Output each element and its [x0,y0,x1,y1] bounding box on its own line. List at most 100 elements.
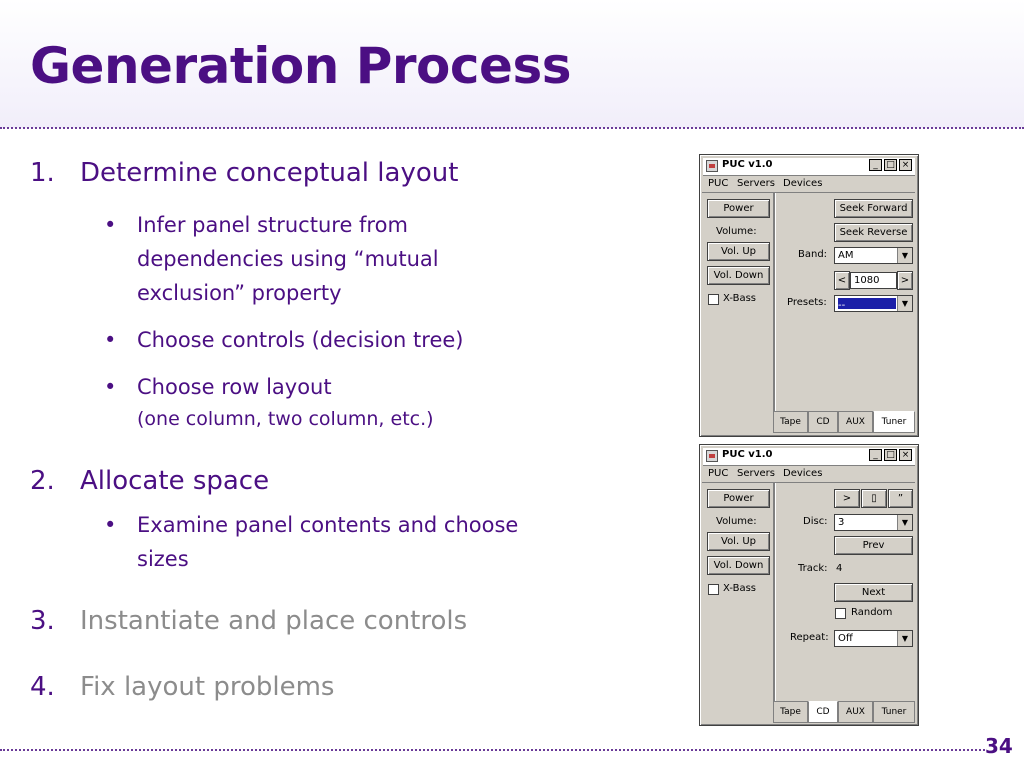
presets-value: -- [838,298,896,311]
panel-divider [773,483,776,701]
next-button[interactable]: Next [834,583,913,602]
disc-value: 3 [838,517,845,528]
chevron-down-icon[interactable]: ▼ [897,248,912,263]
minimize-button[interactable]: _ [869,159,882,171]
band-select[interactable]: AM ▼ [834,247,913,264]
header-band [0,0,1024,128]
bullet-text-wrap: Choose row layout (one column, two colum… [137,370,537,434]
chevron-down-icon[interactable]: ▼ [897,296,912,311]
tab-cd[interactable]: CD [808,701,838,723]
tab-tuner[interactable]: Tuner [873,701,915,723]
slide-title: Generation Process [30,37,571,95]
seek-reverse-button[interactable]: Seek Reverse [834,223,913,242]
page-number: 34 [985,734,1013,758]
maximize-button[interactable]: □ [884,159,897,171]
tab-strip: Tape CD AUX Tuner [773,411,915,433]
bullet-subtext: (one column, two column, etc.) [137,408,434,430]
vol-up-button[interactable]: Vol. Up [707,532,770,551]
window-title: PUC v1.0 [722,449,773,460]
vol-down-button[interactable]: Vol. Down [707,266,770,285]
window-title: PUC v1.0 [722,159,773,170]
freq-down-button[interactable]: < [834,271,850,290]
window-body: Power Volume: Vol. Up Vol. Down X-Bass >… [702,482,915,723]
frequency-field[interactable]: 1080 [850,272,897,289]
outline-number: 1. [30,158,55,188]
repeat-select[interactable]: Off ▼ [834,630,913,647]
repeat-label: Repeat: [790,632,829,643]
menu-devices[interactable]: Devices [783,178,823,189]
top-dotted-divider [0,127,1024,129]
bullet-text: Choose row layout [137,375,332,399]
seek-forward-button[interactable]: Seek Forward [834,199,913,218]
app-icon [706,160,718,172]
xbass-label: X-Bass [723,293,757,304]
xbass-checkbox[interactable] [708,584,719,595]
track-label: Track: [798,563,828,574]
stop-button[interactable]: ” [888,489,913,508]
power-button[interactable]: Power [707,489,770,508]
tab-tape[interactable]: Tape [773,701,808,723]
tab-tape[interactable]: Tape [773,411,808,433]
tab-aux[interactable]: AUX [838,701,873,723]
bullet-icon: • [104,328,117,352]
volume-label: Volume: [716,516,757,527]
menu-servers[interactable]: Servers [737,468,776,479]
window-titlebar: PUC v1.0 _ □ × [703,448,915,466]
bullet-text: Examine panel contents and choose sizes [137,513,519,571]
bullet-icon: • [104,513,117,537]
close-button[interactable]: × [899,449,912,461]
xbass-checkbox[interactable] [708,294,719,305]
presets-select[interactable]: -- ▼ [834,295,913,312]
outline-number: 3. [30,606,55,636]
tab-strip: Tape CD AUX Tuner [773,701,915,723]
play-button[interactable]: > [834,489,860,508]
puc-window-cd: PUC v1.0 _ □ × PUC Servers Devices Power… [699,444,919,726]
random-label: Random [851,607,893,618]
bullet-text: Infer panel structure from dependencies … [137,213,439,305]
presets-label: Presets: [787,297,827,308]
puc-window-tuner: PUC v1.0 _ □ × PUC Servers Devices Power… [699,154,919,437]
bullet-icon: • [104,375,117,399]
outline-text: Allocate space [80,466,270,496]
bottom-dotted-divider [0,749,985,751]
freq-up-button[interactable]: > [897,271,913,290]
bullet-icon: • [104,213,117,237]
menu-puc[interactable]: PUC [708,468,729,479]
tab-cd[interactable]: CD [808,411,838,433]
pause-button[interactable]: ▯ [861,489,887,508]
app-icon [706,450,718,462]
panel-divider [773,193,776,411]
menu-bar: PUC Servers Devices [703,466,915,482]
bullet-text: Choose controls (decision tree) [137,328,464,352]
outline-number: 4. [30,672,55,702]
window-titlebar: PUC v1.0 _ □ × [703,158,915,176]
vol-up-button[interactable]: Vol. Up [707,242,770,261]
menu-servers[interactable]: Servers [737,178,776,189]
minimize-button[interactable]: _ [869,449,882,461]
track-value: 4 [836,563,843,574]
volume-label: Volume: [716,226,757,237]
tab-tuner[interactable]: Tuner [873,411,915,433]
chevron-down-icon[interactable]: ▼ [897,631,912,646]
maximize-button[interactable]: □ [884,449,897,461]
outline-number: 2. [30,466,55,496]
prev-button[interactable]: Prev [834,536,913,555]
repeat-value: Off [838,633,853,644]
band-label: Band: [798,249,828,260]
disc-select[interactable]: 3 ▼ [834,514,913,531]
menu-devices[interactable]: Devices [783,468,823,479]
outline-text: Instantiate and place controls [80,606,468,636]
band-value: AM [838,250,854,261]
outline-text: Fix layout problems [80,672,335,702]
random-checkbox[interactable] [835,608,846,619]
disc-label: Disc: [803,516,828,527]
tab-aux[interactable]: AUX [838,411,873,433]
vol-down-button[interactable]: Vol. Down [707,556,770,575]
close-button[interactable]: × [899,159,912,171]
chevron-down-icon[interactable]: ▼ [897,515,912,530]
outline-text: Determine conceptual layout [80,158,459,188]
menu-puc[interactable]: PUC [708,178,729,189]
power-button[interactable]: Power [707,199,770,218]
xbass-label: X-Bass [723,583,757,594]
window-body: Power Volume: Vol. Up Vol. Down X-Bass S… [702,192,915,434]
